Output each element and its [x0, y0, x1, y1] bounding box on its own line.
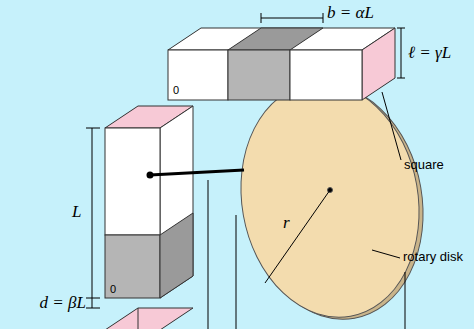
grey-cube-top — [228, 28, 323, 50]
grey-cube-side — [160, 213, 193, 298]
dimension-tick — [323, 13, 324, 23]
belt-line — [208, 180, 209, 329]
square-face — [362, 28, 395, 100]
horizontal-bar — [168, 28, 395, 100]
grey-cube-front — [228, 50, 290, 100]
dimension-tick — [86, 298, 100, 299]
face-mark: 0 — [110, 283, 116, 295]
dimension-label: L — [72, 203, 81, 222]
pivot-dot — [147, 172, 154, 179]
bar-top-face — [168, 28, 395, 50]
bar-front — [290, 50, 362, 100]
dimension-tick — [86, 128, 100, 129]
belt-line — [405, 272, 406, 329]
box-front — [105, 128, 160, 235]
dimension-label: b = αL — [327, 4, 374, 23]
face-mark: 0 — [173, 84, 179, 96]
box-edge — [138, 308, 139, 329]
grey-cube-front — [105, 235, 160, 298]
dimension-tick — [397, 28, 405, 29]
leader-lines — [372, 92, 401, 258]
dimension-tick — [86, 308, 100, 309]
vertical-box — [105, 106, 193, 329]
crank-rod — [150, 170, 244, 175]
radius-line — [265, 190, 330, 283]
rotary-disk — [223, 69, 441, 329]
disk-face — [223, 69, 437, 329]
bar-front — [168, 50, 228, 100]
dimension-label: r — [283, 214, 290, 233]
dimension-tick — [261, 13, 262, 23]
dimension-tick — [397, 78, 405, 79]
dimension-line — [261, 18, 323, 19]
dimension-line — [92, 128, 93, 298]
dimension-line — [92, 298, 93, 308]
box-side — [160, 106, 193, 298]
belt-line — [236, 215, 237, 329]
leader-line — [382, 92, 401, 160]
crank — [147, 170, 245, 179]
dimension-line — [401, 28, 402, 78]
part-label: rotary disk — [403, 250, 463, 264]
part-label: square — [404, 158, 444, 172]
next-box-top — [105, 308, 193, 329]
dimensions — [86, 13, 405, 308]
dimension-label: d = βL — [40, 294, 86, 313]
dimension-label: ℓ = γL — [408, 44, 451, 63]
leader-line — [372, 250, 400, 258]
belt-lines — [208, 180, 405, 329]
